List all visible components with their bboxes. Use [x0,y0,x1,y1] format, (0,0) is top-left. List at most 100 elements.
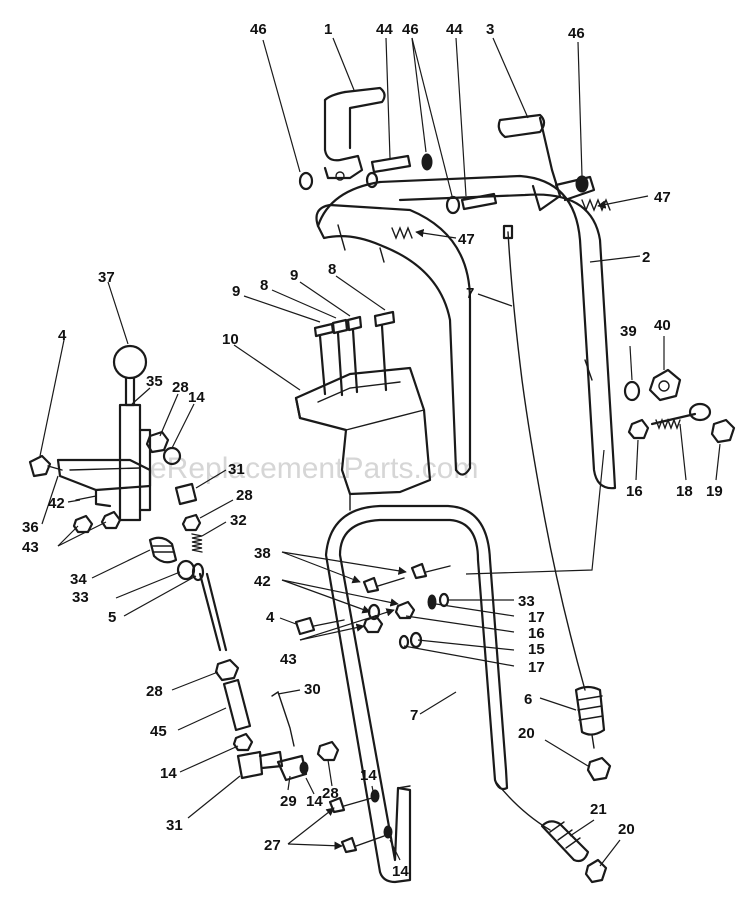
eyebolt-18 [650,402,712,430]
washer-39 [623,380,641,402]
callout-9-b: 9 [232,283,240,300]
nut-20-upper [586,756,612,782]
callout-27: 27 [264,837,281,854]
callout-21: 21 [590,801,607,818]
clip-46-e [365,171,379,189]
callout-46-b: 46 [402,21,419,38]
callout-43-left: 43 [22,539,39,556]
pin-30 [271,690,295,747]
clip-46-b [421,153,433,171]
callout-17-a: 17 [528,609,545,626]
swivel-29 [276,754,309,782]
bolt-42-left [75,495,97,501]
callout-17-b: 17 [528,659,545,676]
callout-36: 36 [22,519,39,536]
callout-14-d: 14 [360,767,377,784]
pin-44-left [370,154,412,174]
callout-42-mid: 42 [254,573,271,590]
spring-32 [191,533,203,553]
nuts-43-mid [394,600,416,620]
callout-31-b: 31 [166,817,183,834]
callout-29: 29 [280,793,297,810]
bolt-4-mid [294,616,345,636]
callout-4-mid: 4 [266,609,275,626]
clip-46-c [445,195,461,215]
callout-44-a: 44 [376,21,393,38]
lever-left-part [323,86,386,181]
callout-42-left: 42 [48,495,65,512]
callout-28-d: 28 [322,785,339,802]
callout-19: 19 [706,483,723,500]
callout-28-a: 28 [172,379,189,396]
callout-38: 38 [254,545,271,562]
shift-rod-5 [198,572,228,652]
nut-28-shift [181,513,202,532]
callout-14-b: 14 [160,765,177,782]
callout-8-b: 8 [260,277,268,294]
callout-8-a: 8 [328,261,336,278]
callout-33-right: 33 [518,593,535,610]
nut-14-rod [232,732,254,752]
leader-lines [39,37,721,867]
callout-20-lower: 20 [618,821,635,838]
lower-handle-part [324,504,509,884]
callout-5: 5 [108,609,116,626]
callout-16-mid: 16 [528,625,545,642]
callout-46-a: 46 [250,21,267,38]
callout-34: 34 [70,571,87,588]
bolt-8-b [373,310,396,392]
bolt-9-b [346,315,363,394]
nut-28-lower [316,740,340,762]
shift-knob-37 [112,344,148,380]
callout-18: 18 [676,483,693,500]
callout-28-b: 28 [236,487,253,504]
callout-40: 40 [654,317,671,334]
callout-14-c: 14 [306,793,323,810]
dash-panel-10 [294,366,432,511]
callout-4-left: 4 [58,327,67,344]
callout-2: 2 [642,249,650,266]
spring-47-mid [391,226,413,240]
swivel-31-lower [236,750,284,780]
callout-43-mid: 43 [280,651,297,668]
callout-30: 30 [304,681,321,698]
callout-33-left: 33 [72,589,89,606]
knob-40 [648,368,682,402]
lever-right-part [497,113,596,212]
cable-spring-6 [574,685,606,749]
callout-20-upper: 20 [518,725,535,742]
callout-7-lower: 7 [410,707,418,724]
watermark-text: eReplacementParts.com [150,452,478,485]
nut-28-rod [214,658,240,682]
nut-16-right [627,418,650,440]
callout-47-a: 47 [654,189,671,206]
nuts-43-left [72,510,122,534]
washer-14-b [383,825,393,839]
callout-10: 10 [222,331,239,348]
washer-14-a [370,789,380,803]
control-cable-part [502,224,586,691]
bolts-38 [362,562,451,594]
callout-14-a: 14 [188,389,205,406]
callout-31-a: 31 [228,461,245,478]
callout-46-c: 46 [568,25,585,42]
washer-33-left [176,559,196,581]
lower-cable-spring-21 [495,781,590,863]
callout-9-a: 9 [290,267,298,284]
pin-44-right [460,192,498,211]
callout-28-c: 28 [146,683,163,700]
callout-37: 37 [98,269,115,286]
washer-5 [191,562,205,582]
callout-45: 45 [150,723,167,740]
callout-44-b: 44 [446,21,463,38]
callout-35: 35 [146,373,163,390]
coupling-45 [222,678,252,732]
callout-47-b: 47 [458,231,475,248]
callout-labels: 46 1 44 46 44 3 46 47 47 2 7 8 9 8 9 37 … [22,21,723,880]
swivel-31-upper [174,482,198,506]
callout-7-upper: 7 [466,285,474,302]
spring-34 [148,536,178,564]
clip-46-a [298,171,314,191]
callout-15: 15 [528,641,545,658]
bolt-4-left [28,454,63,478]
